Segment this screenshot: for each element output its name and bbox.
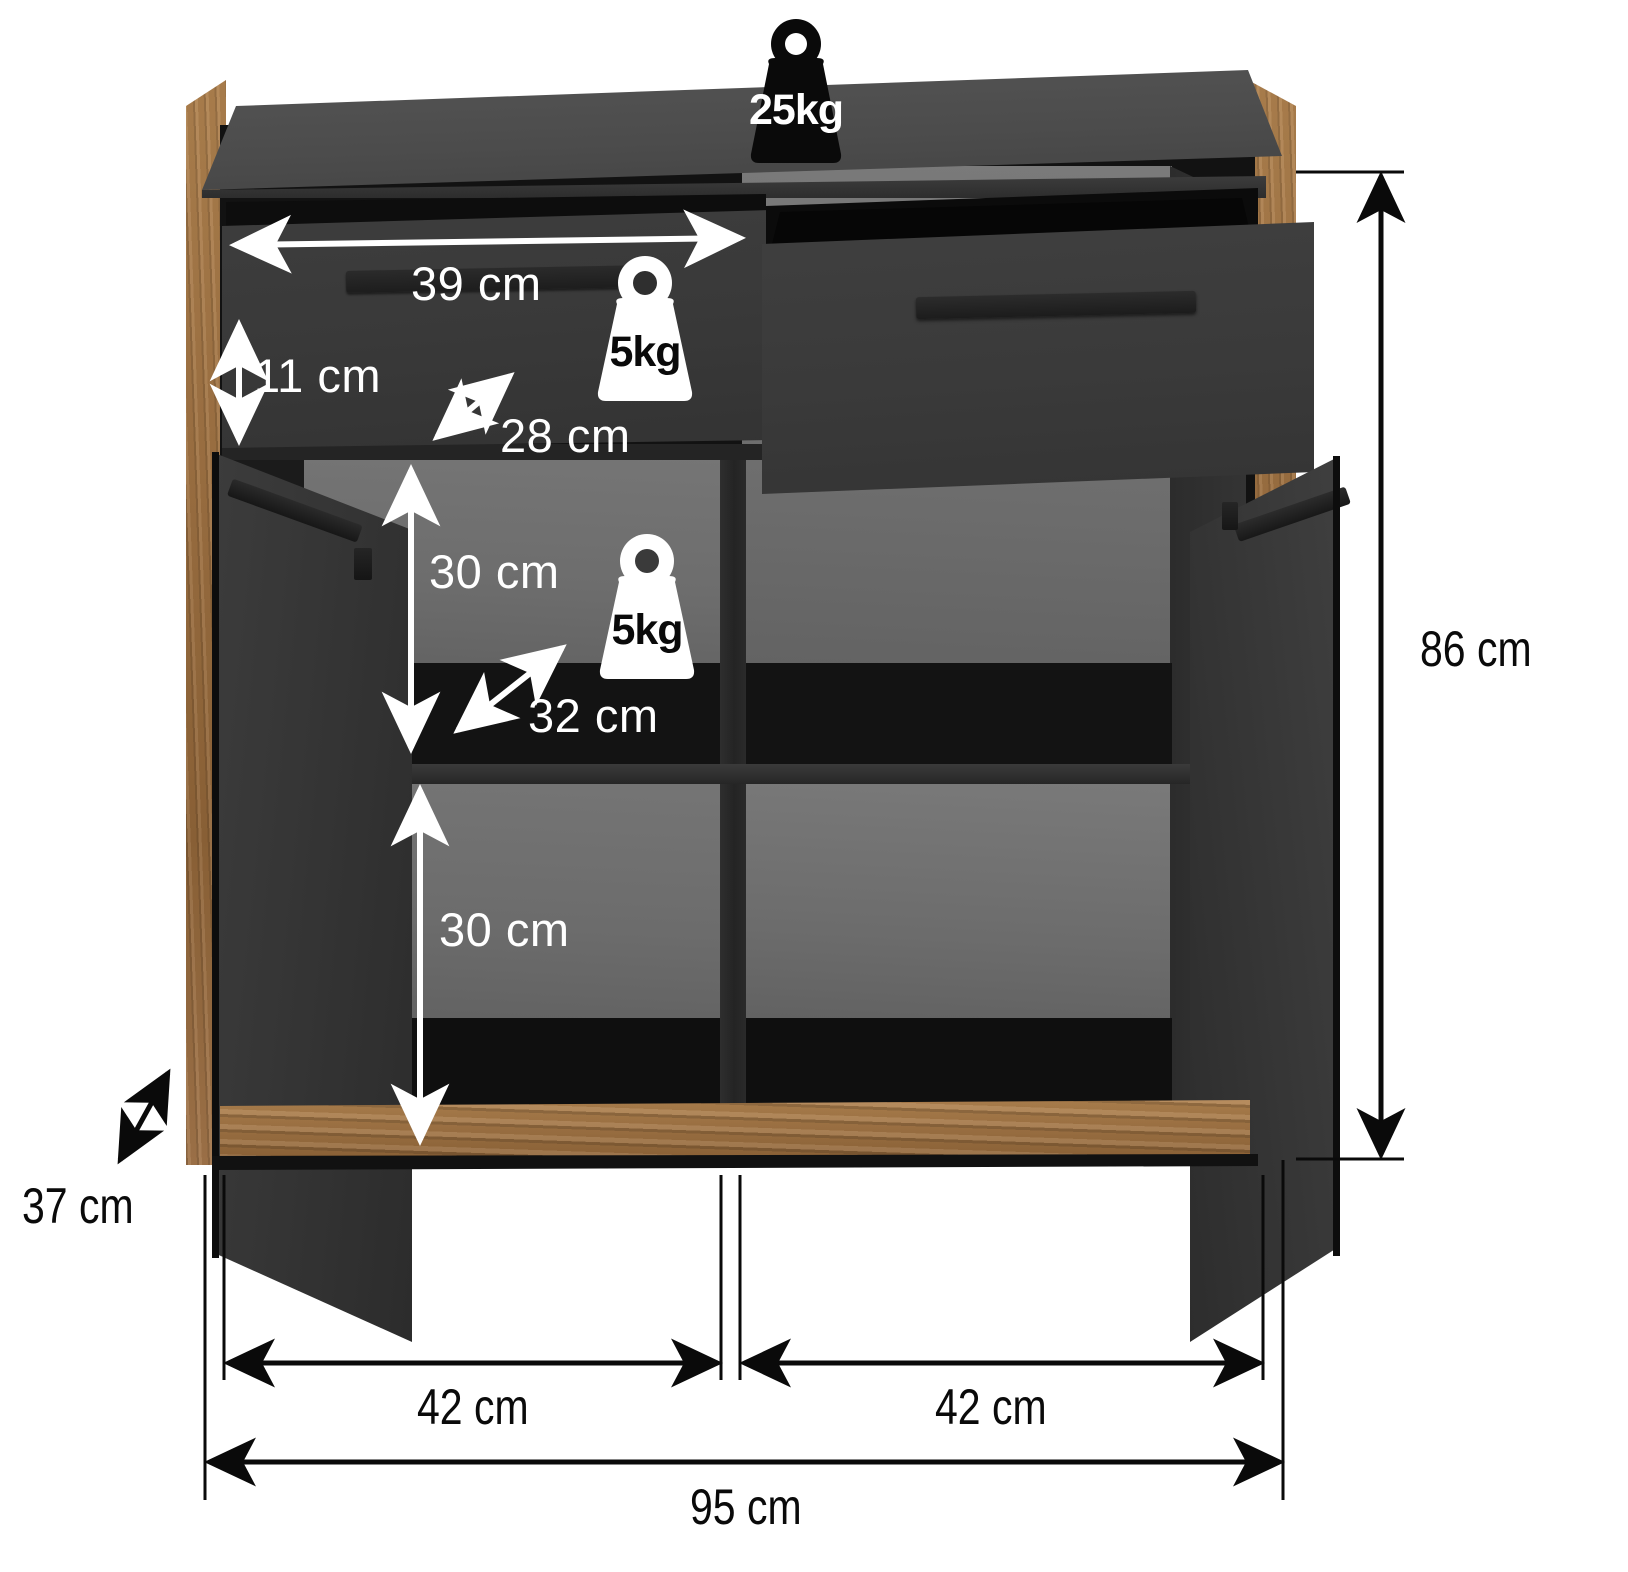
base-shadow-strip bbox=[212, 1154, 1258, 1170]
door-right-handle-tip bbox=[1222, 502, 1238, 530]
label-door-width-left: 42 cm bbox=[417, 1379, 529, 1435]
weight-5kg-middle-icon bbox=[599, 534, 695, 679]
weight-5kg-upper-icon bbox=[597, 256, 693, 401]
label-total-width: 95 cm bbox=[690, 1479, 802, 1535]
compartment-lower-right bbox=[742, 776, 1246, 1158]
middle-shelf bbox=[222, 764, 1248, 784]
compartment-back-panel bbox=[742, 776, 1172, 1018]
label-drawer-depth: 28 cm bbox=[500, 409, 631, 462]
compartment-floor-shadow bbox=[742, 663, 1172, 770]
dimline-32cm bbox=[453, 644, 567, 734]
label-shelf-height-lower: 30 cm bbox=[439, 903, 570, 956]
weight-badge-5kg-upper: 5kg bbox=[570, 252, 720, 404]
weight-5kg-middle-label: 5kg bbox=[611, 606, 683, 654]
center-divider bbox=[720, 458, 746, 1158]
label-door-width-right: 42 cm bbox=[935, 1379, 1047, 1435]
cabinet-illustration bbox=[186, 70, 1351, 1342]
label-interior-width: 39 cm bbox=[411, 257, 542, 310]
dimline-28cm bbox=[432, 372, 515, 441]
label-total-height: 86 cm bbox=[1420, 621, 1532, 677]
dimline-37cm bbox=[117, 1068, 171, 1165]
label-total-depth: 37 cm bbox=[22, 1178, 134, 1234]
label-shelf-height-upper: 30 cm bbox=[429, 545, 560, 598]
door-left[interactable] bbox=[212, 452, 412, 1342]
dimline-39cm bbox=[229, 209, 746, 274]
door-left-hinge-edge bbox=[212, 452, 219, 1258]
weight-badge-25kg: 25kg bbox=[725, 14, 867, 166]
weight-5kg-upper-label: 5kg bbox=[609, 328, 681, 376]
door-right[interactable] bbox=[1190, 456, 1340, 1342]
weight-25kg-label: 25kg bbox=[748, 86, 844, 134]
label-drawer-height: 11 cm bbox=[254, 349, 381, 402]
weight-25kg-icon bbox=[750, 19, 842, 163]
door-left-handle-tip bbox=[354, 548, 372, 580]
label-shelf-depth: 32 cm bbox=[528, 689, 659, 742]
door-right-hinge-edge bbox=[1333, 456, 1340, 1256]
weight-badge-5kg-middle: 5kg bbox=[572, 530, 722, 682]
drawer-right-front[interactable] bbox=[762, 222, 1314, 494]
